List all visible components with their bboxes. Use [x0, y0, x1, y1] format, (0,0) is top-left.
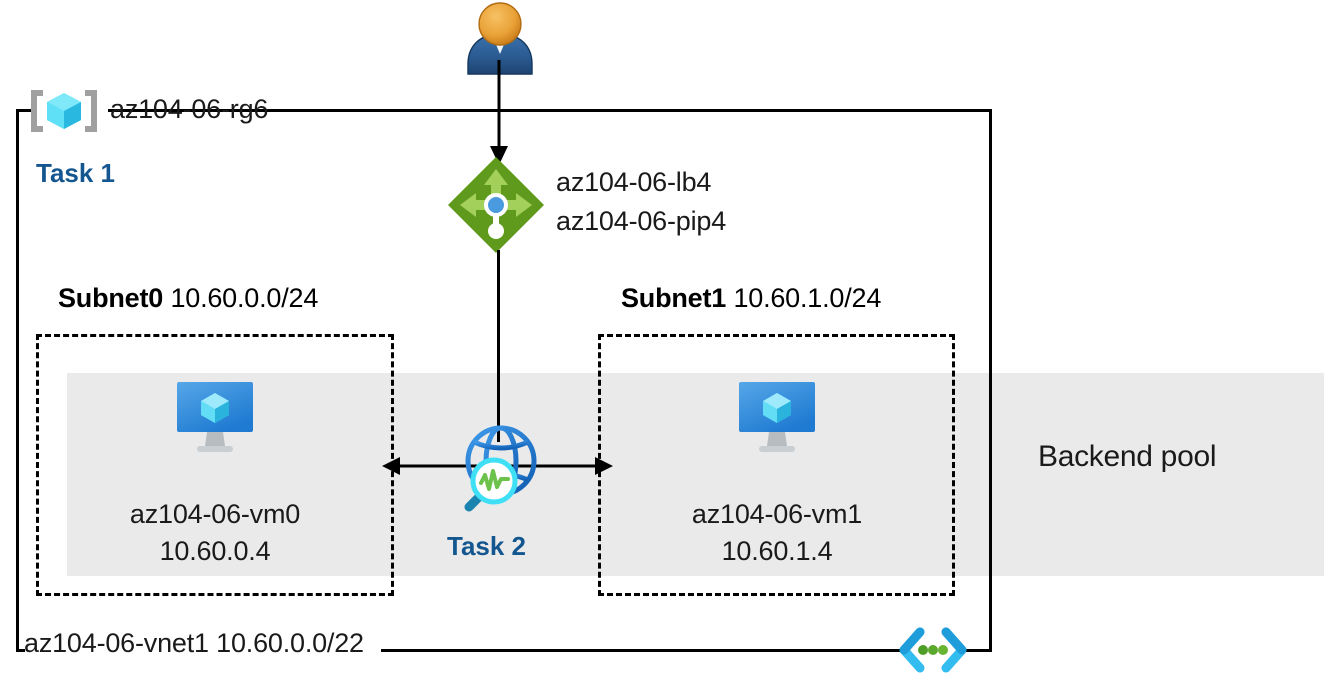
- subnet1-cidr: 10.60.1.0/24: [733, 283, 882, 313]
- vm1-name: az104-06-vm1: [691, 499, 863, 529]
- subnet1-name: Subnet1: [621, 283, 727, 313]
- network-watcher-icon: [451, 421, 547, 517]
- task-1-label: Task 1: [36, 158, 116, 188]
- resource-group-icon: [27, 88, 101, 134]
- vm0-name: az104-06-vm0: [129, 499, 301, 529]
- subnet1-title: Subnet1 10.60.1.0/24: [621, 283, 881, 314]
- resource-group-border-top-right: [108, 109, 992, 112]
- resource-group-border-bottom-right: [962, 649, 992, 652]
- vm1-ip: 10.60.1.4: [721, 536, 833, 566]
- load-balancer-icon: [446, 155, 546, 255]
- resource-group-border-bottom-mid: [381, 649, 900, 652]
- virtual-machine-icon-vm1: [735, 380, 819, 456]
- subnet0-name: Subnet0: [58, 283, 164, 313]
- virtual-network-icon: [898, 624, 968, 676]
- arrow-user-to-load-balancer: [478, 60, 522, 170]
- virtual-machine-icon-vm0: [173, 380, 257, 456]
- user-icon: [457, 2, 543, 76]
- vm1-label: az104-06-vm1 10.60.1.4: [637, 496, 917, 570]
- backend-pool-band: [67, 373, 1324, 576]
- public-ip-name-label: az104-06-pip4: [556, 206, 727, 236]
- resource-group-border-left: [16, 109, 19, 652]
- resource-group-border-bottom-left: [16, 649, 25, 652]
- load-balancer-labels: az104-06-lb4 az104-06-pip4: [556, 163, 726, 241]
- resource-group-border-right: [989, 109, 992, 652]
- task-2-label: Task 2: [447, 531, 527, 561]
- connector-load-balancer-to-network-watcher: [497, 250, 500, 442]
- vm0-label: az104-06-vm0 10.60.0.4: [75, 496, 355, 570]
- load-balancer-name-label: az104-06-lb4: [556, 167, 712, 197]
- resource-group-name-label: az104-06-rg6: [110, 94, 269, 124]
- backend-pool-label: Backend pool: [1038, 440, 1217, 473]
- subnet0-cidr: 10.60.0.0/24: [170, 283, 319, 313]
- vm0-ip: 10.60.0.4: [159, 536, 271, 566]
- resource-group-border-top-left: [16, 109, 37, 112]
- vnet-label: az104-06-vnet1 10.60.0.0/22: [24, 628, 364, 658]
- subnet0-title: Subnet0 10.60.0.0/24: [58, 283, 318, 314]
